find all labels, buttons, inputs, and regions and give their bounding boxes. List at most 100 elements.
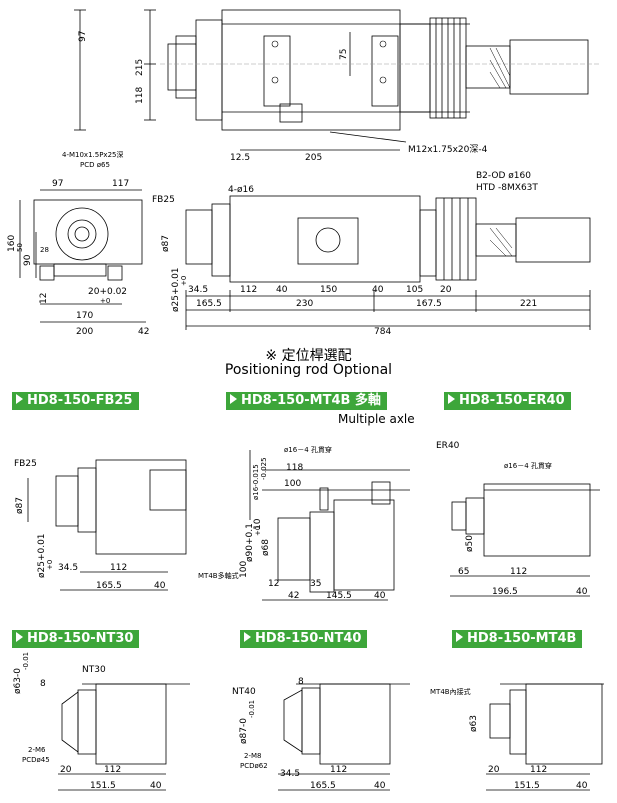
svg-text:35: 35: [310, 579, 321, 589]
svg-text:20: 20: [488, 765, 500, 775]
svg-text:B2-OD ø160: B2-OD ø160: [476, 171, 531, 181]
svg-text:20: 20: [440, 285, 452, 295]
svg-text:40: 40: [374, 591, 386, 601]
svg-text:4-ø16: 4-ø16: [228, 185, 254, 195]
svg-text:MT4B多軸式: MT4B多軸式: [198, 571, 239, 580]
arrow-right-icon: [16, 394, 23, 404]
svg-text:+0: +0: [254, 526, 262, 536]
arrow-right-icon: [456, 632, 463, 642]
svg-text:2-M8: 2-M8: [244, 752, 261, 760]
side-view-drawing: [19, 189, 146, 323]
top-view-dims: 97 215 118 12.5 205 75 M12x1.75x20深-4: [78, 31, 488, 163]
svg-text:97: 97: [52, 179, 63, 189]
svg-text:112: 112: [530, 765, 547, 775]
svg-text:FB25: FB25: [14, 459, 37, 469]
nt30-drawing: [58, 683, 190, 791]
svg-text:-0.01: -0.01: [22, 652, 30, 670]
svg-text:NT40: NT40: [232, 687, 256, 697]
svg-text:ø87-0: ø87-0: [239, 718, 249, 744]
model-badge-mt4b-internal: HD8-150-MT4B: [452, 630, 583, 648]
svg-text:ø25+0.01: ø25+0.01: [171, 267, 181, 312]
svg-text:12: 12: [268, 579, 279, 589]
svg-text:151.5: 151.5: [90, 781, 116, 791]
svg-text:118: 118: [135, 87, 145, 104]
model-badge-er40: HD8-150-ER40: [444, 392, 571, 410]
svg-text:ø16-0.015: ø16-0.015: [252, 464, 260, 500]
svg-text:112: 112: [510, 567, 527, 577]
arrow-right-icon: [448, 394, 455, 404]
model-label: HD8-150-ER40: [459, 393, 565, 408]
svg-text:42: 42: [138, 327, 149, 337]
svg-text:2-M6: 2-M6: [28, 746, 46, 754]
svg-text:90: 90: [23, 254, 33, 266]
svg-text:112: 112: [240, 285, 257, 295]
svg-text:+0: +0: [46, 560, 54, 570]
model-badge-fb25: HD8-150-FB25: [12, 392, 139, 410]
er40-dims: ER40 ø16－4 孔貫穿 ø50 65 112 196.5 40: [436, 441, 588, 597]
model-label: HD8-150-MT4B 多軸: [241, 393, 381, 408]
model-label: HD8-150-FB25: [27, 393, 133, 408]
svg-text:ER40: ER40: [436, 441, 460, 451]
arrow-right-icon: [16, 632, 23, 642]
model-label: HD8-150-NT30: [27, 631, 134, 646]
svg-text:40: 40: [154, 581, 166, 591]
svg-text:215: 215: [135, 59, 145, 76]
svg-text:160: 160: [7, 235, 17, 252]
arrow-right-icon: [230, 394, 237, 404]
svg-text:50: 50: [16, 243, 24, 252]
svg-text:8: 8: [40, 679, 46, 689]
svg-text:40: 40: [150, 781, 162, 791]
svg-text:40: 40: [372, 285, 384, 295]
svg-text:784: 784: [374, 327, 391, 337]
svg-text:20+0.02: 20+0.02: [88, 287, 127, 297]
svg-text:PCDø45: PCDø45: [22, 756, 50, 764]
svg-text:8: 8: [298, 677, 304, 687]
svg-text:ø68: ø68: [261, 539, 271, 556]
fb25-dims: FB25 ø87 ø25+0.01 +0 34.5 112 165.5 40: [14, 459, 166, 591]
svg-text:145.5: 145.5: [326, 591, 352, 601]
svg-text:PCDø62: PCDø62: [240, 762, 268, 770]
top-view-drawing: [74, 9, 589, 151]
svg-text:20: 20: [60, 765, 72, 775]
svg-text:221: 221: [520, 299, 537, 309]
svg-text:205: 205: [305, 153, 322, 163]
svg-text:112: 112: [330, 765, 347, 775]
nt30-dims: ø63-0 -0.01 NT30 8 2-M6 PCDø45 20 112 15…: [13, 652, 162, 791]
svg-text:4-M10x1.5Px25深: 4-M10x1.5Px25深: [62, 150, 123, 159]
svg-text:ø16－4 孔貫穿: ø16－4 孔貫穿: [284, 445, 332, 454]
svg-text:ø87: ø87: [161, 235, 171, 252]
svg-text:97: 97: [78, 31, 88, 42]
mt4b-internal-dims: MT4B內接式 ø63 20 112 151.5 40: [430, 687, 588, 791]
svg-text:40: 40: [576, 781, 588, 791]
svg-text:ø63-0: ø63-0: [13, 668, 23, 694]
mt4b-subtitle: Multiple axle: [338, 412, 415, 426]
model-badge-mt4b: HD8-150-MT4B 多軸: [226, 392, 387, 410]
svg-text:167.5: 167.5: [416, 299, 442, 309]
svg-text:165.5: 165.5: [196, 299, 222, 309]
nt40-drawing: [278, 683, 410, 791]
svg-text:151.5: 151.5: [514, 781, 540, 791]
svg-text:ø50: ø50: [465, 535, 475, 552]
svg-text:34.5: 34.5: [188, 285, 208, 295]
svg-text:100: 100: [284, 479, 301, 489]
model-label: HD8-150-MT4B: [467, 631, 577, 646]
svg-text:12.5: 12.5: [230, 153, 250, 163]
front-view-dims: 4-ø16 FB25 B2-OD ø160 HTD -8MX63T ø87 ø2…: [16, 171, 538, 337]
side-view-dims: 4-M10x1.5Px25深 PCD ø65 97 117 160 90 12 …: [7, 150, 149, 337]
svg-text:112: 112: [110, 563, 127, 573]
svg-text:+0: +0: [100, 297, 110, 305]
svg-text:200: 200: [76, 327, 93, 337]
er40-drawing: [450, 483, 600, 597]
svg-text:12: 12: [39, 293, 49, 304]
svg-text:117: 117: [112, 179, 129, 189]
svg-text:40: 40: [276, 285, 288, 295]
svg-text:170: 170: [76, 311, 93, 321]
svg-text:34.5: 34.5: [280, 769, 300, 779]
svg-text:MT4B內接式: MT4B內接式: [430, 687, 471, 696]
nt40-dims: NT40 8 ø87-0 -0.01 2-M8 PCDø62 34.5 112 …: [232, 677, 386, 791]
svg-text:M12x1.75x20深-4: M12x1.75x20深-4: [408, 144, 488, 155]
svg-text:-0.01: -0.01: [248, 700, 256, 718]
svg-text:65: 65: [458, 567, 469, 577]
svg-text:10: 10: [253, 518, 263, 530]
optional-note-en: Positioning rod Optional: [224, 362, 393, 378]
